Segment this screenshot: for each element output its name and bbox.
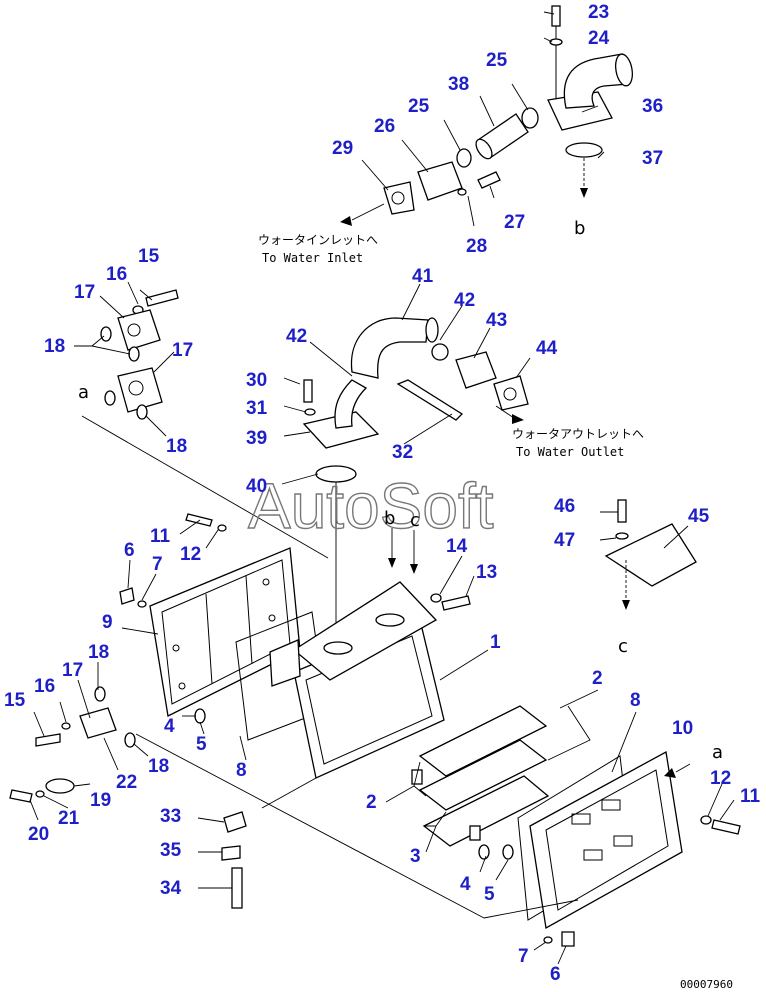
label-37: 37 (642, 148, 663, 169)
label-6: 6 (550, 964, 561, 985)
label-4: 4 (164, 716, 175, 737)
label-26: 26 (374, 116, 395, 137)
label-17: 17 (74, 282, 95, 303)
label-2: 2 (592, 668, 603, 689)
label-32: 32 (392, 442, 413, 463)
label-41: 41 (412, 266, 434, 287)
label-10: 10 (672, 718, 693, 739)
leader-lines (29, 11, 735, 965)
label-29: 29 (332, 138, 353, 159)
cooler-case-1 (269, 581, 445, 779)
hose-38 (456, 113, 529, 168)
label-25: 25 (486, 50, 508, 71)
ref-a-right: a (712, 742, 723, 763)
label-22: 22 (116, 772, 137, 793)
ref-a-left: a (78, 382, 89, 403)
cover-plate-45 (604, 499, 697, 610)
end-cover-9 (149, 547, 301, 717)
label-43: 43 (486, 310, 507, 331)
label-34: 34 (160, 878, 182, 899)
watermark: AutoSoft (248, 470, 494, 542)
cooler-elements-2 (411, 705, 550, 847)
label-4: 4 (460, 874, 471, 895)
label-47: 47 (554, 530, 575, 551)
label-7: 7 (152, 554, 163, 575)
label-35: 35 (160, 840, 182, 861)
label-23: 23 (588, 2, 609, 23)
note-inlet-jp: ウォータインレットへ (258, 233, 378, 247)
label-15: 15 (4, 690, 26, 711)
label-21: 21 (58, 808, 80, 829)
label-18: 18 (166, 436, 187, 457)
label-16: 16 (34, 676, 55, 697)
label-31: 31 (246, 398, 268, 419)
label-5: 5 (484, 884, 495, 905)
outlet-pipe-41 (350, 317, 529, 421)
outlet-elbow-39 (302, 379, 380, 449)
label-44: 44 (536, 338, 558, 359)
drawing-code: 00007960 (680, 978, 733, 991)
label-42: 42 (454, 290, 475, 311)
ref-c-case: c (410, 510, 420, 531)
ref-c-plate: c (618, 636, 628, 657)
ref-b-case: b (384, 508, 395, 529)
part-number-labels: 23 24 25 38 36 25 26 29 37 27 28 15 16 1… (4, 2, 761, 985)
ref-b-outlet: b (574, 218, 585, 239)
label-16: 16 (106, 264, 127, 285)
label-12: 12 (180, 544, 201, 565)
label-38: 38 (448, 74, 469, 95)
label-33: 33 (160, 806, 181, 827)
label-30: 30 (246, 370, 267, 391)
flange-assembly-upper-left (100, 289, 179, 420)
label-25: 25 (408, 96, 430, 117)
label-3: 3 (410, 846, 421, 867)
label-9: 9 (102, 612, 113, 633)
water-elbow-assembly (521, 5, 634, 131)
label-28: 28 (466, 236, 487, 257)
label-2: 2 (366, 792, 377, 813)
label-40: 40 (246, 476, 267, 497)
note-inlet-en: To Water Inlet (262, 251, 363, 265)
label-13: 13 (476, 562, 497, 583)
guide-lines (81, 415, 691, 919)
label-7: 7 (518, 946, 529, 967)
label-6: 6 (124, 540, 135, 561)
gasket-37 (565, 142, 603, 158)
label-45: 45 (688, 506, 710, 527)
label-39: 39 (246, 428, 267, 449)
label-18: 18 (88, 642, 109, 663)
end-cover-10 (529, 750, 683, 930)
label-8: 8 (236, 760, 247, 781)
note-outlet-jp: ウォータアウトレットへ (512, 427, 644, 441)
label-8: 8 (630, 690, 641, 711)
label-15: 15 (138, 246, 160, 267)
label-24: 24 (588, 28, 610, 49)
label-27: 27 (504, 212, 525, 233)
label-12: 12 (710, 768, 731, 789)
label-36: 36 (642, 96, 663, 117)
label-20: 20 (28, 824, 49, 845)
label-42: 42 (286, 326, 307, 347)
label-17: 17 (62, 660, 83, 681)
label-18: 18 (44, 336, 65, 357)
label-11: 11 (740, 786, 761, 807)
label-11: 11 (150, 526, 171, 547)
label-1: 1 (490, 632, 501, 653)
label-14: 14 (446, 536, 468, 557)
inlet-elbow-26 (383, 161, 501, 215)
label-46: 46 (554, 496, 575, 517)
label-17: 17 (172, 340, 193, 361)
label-19: 19 (90, 790, 111, 811)
label-18: 18 (148, 756, 169, 777)
note-outlet-en: To Water Outlet (516, 445, 624, 459)
label-5: 5 (196, 734, 207, 755)
